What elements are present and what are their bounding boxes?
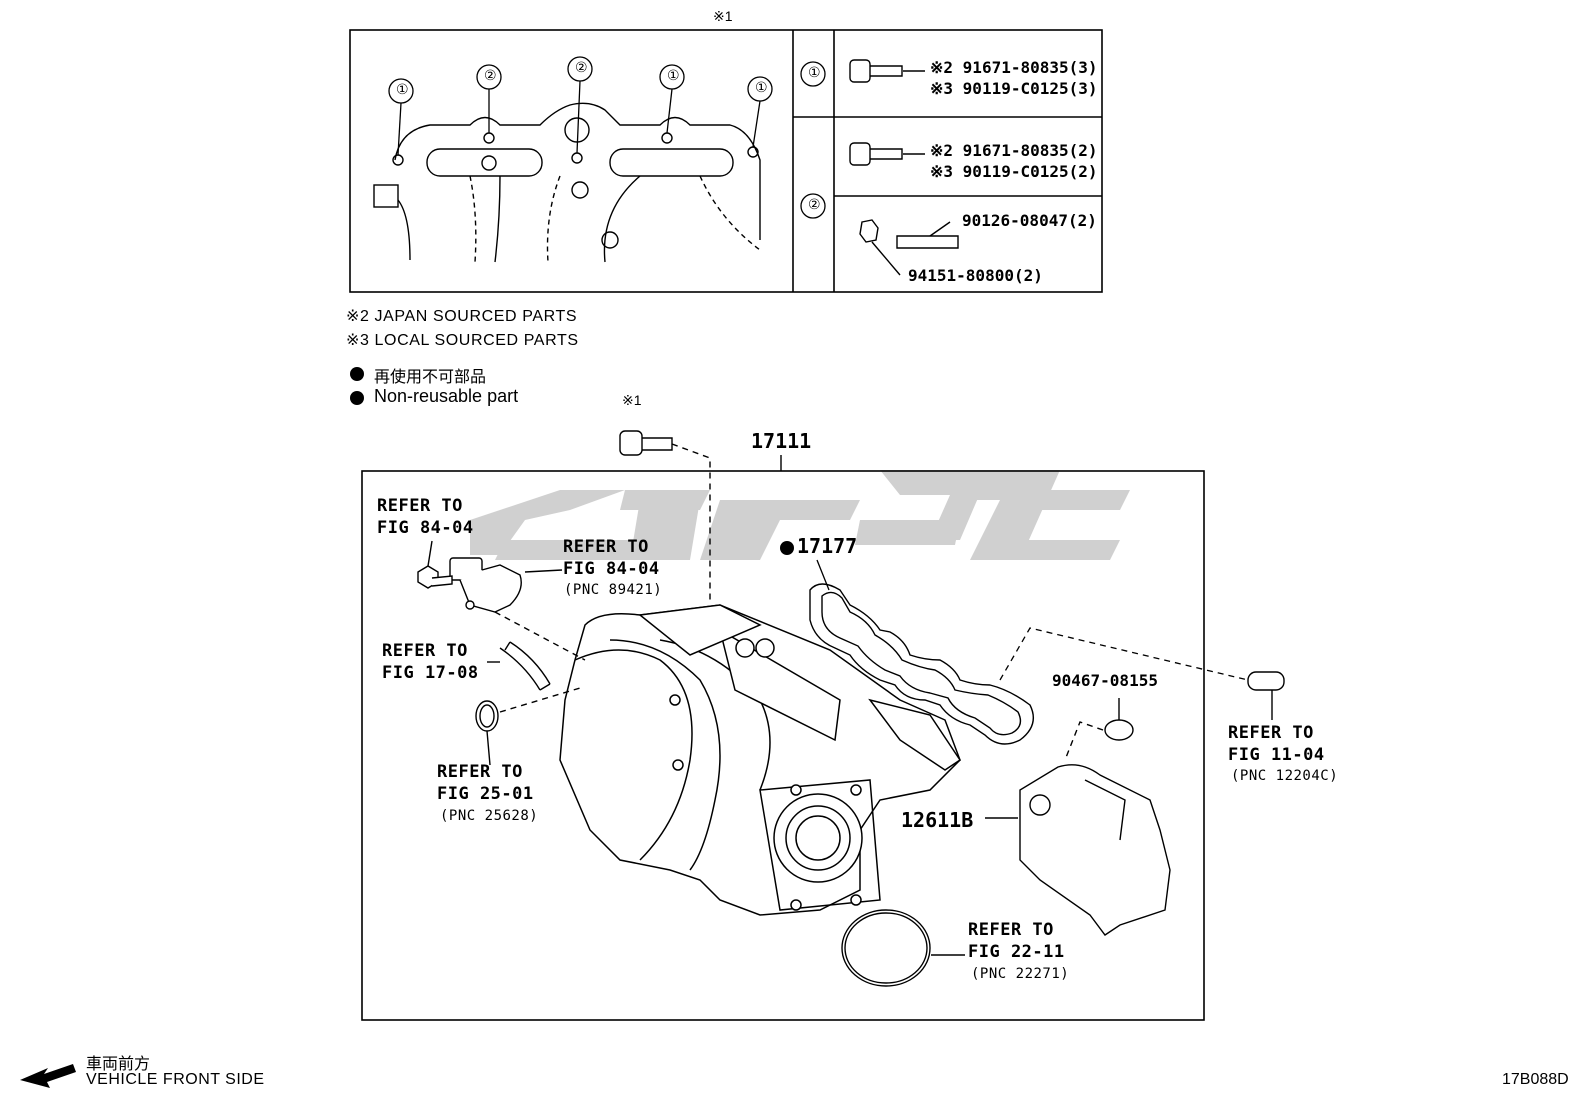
legend-nonreusable-jp: 再使用不可部品 [374, 367, 487, 386]
part-90467-08155: 90467-08155 [1052, 671, 1158, 690]
o-ring-22271 [841, 909, 965, 987]
inset-callout-2a: ② [484, 68, 497, 84]
inset-callout-1a: ① [396, 82, 409, 98]
gasket-17177 [809, 583, 1034, 745]
main-frame [361, 470, 1205, 1021]
ref-fig-11-04-pnc: (PNC 12204C) [1231, 768, 1339, 784]
sensor-89421 [417, 540, 586, 661]
bolt-ref-mark: ※1 [622, 392, 642, 408]
inset-flange-sketch [373, 102, 761, 263]
direction-label-jp: 車両前方 [86, 1054, 151, 1073]
inset-frame [349, 29, 1103, 293]
legend-bullet-en [350, 391, 364, 405]
inset-callout-circles [388, 56, 826, 219]
ref-fig-84-04-b-pnc: (PNC 89421) [564, 582, 663, 598]
ref-fig-22-11-pnc: (PNC 22271) [971, 966, 1070, 982]
cover-12611b [1019, 764, 1171, 936]
note-local-sourced: ※3 LOCAL SOURCED PARTS [346, 332, 579, 349]
legend-bullet-jp [350, 367, 364, 381]
ref-fig-11-04-line2: FIG 11-04 [1228, 745, 1325, 765]
inset-row2-key: ② [808, 197, 821, 213]
ref-fig-84-04-a-line2: FIG 84-04 [377, 518, 474, 538]
ref-fig-22-11-line2: FIG 22-11 [968, 942, 1065, 962]
part-90119-c0125-3: ※3 90119-C0125(3) [930, 79, 1098, 98]
inset-callout-1c: ① [755, 80, 768, 96]
part-91671-80835-2: ※2 91671-80835(2) [930, 141, 1098, 160]
part-90126-08047: 90126-08047(2) [962, 211, 1097, 230]
figure-code: 17B088D [1502, 1071, 1569, 1088]
direction-label-en: VEHICLE FRONT SIDE [86, 1071, 265, 1088]
part-91671-80835-3: ※2 91671-80835(3) [930, 58, 1098, 77]
inset-callout-1b: ① [667, 68, 680, 84]
part-12611b: 12611B [901, 808, 974, 832]
part-90119-c0125-2: ※3 90119-C0125(2) [930, 162, 1098, 181]
gasket-25628 [475, 687, 581, 766]
ref-fig-22-11-line1: REFER TO [968, 920, 1054, 940]
ref-fig-25-01-pnc: (PNC 25628) [440, 808, 539, 824]
note-japan-sourced: ※2 JAPAN SOURCED PARTS [346, 308, 578, 325]
ref-fig-25-01-line2: FIG 25-01 [437, 784, 534, 804]
ref-fig-84-04-a-line1: REFER TO [377, 496, 463, 516]
inset-row1-key: ① [808, 65, 821, 81]
part-17177: 17177 [797, 534, 858, 558]
bolt-17111 [619, 430, 711, 600]
front-direction-arrow-icon [20, 1064, 76, 1088]
ref-fig-17-08-line1: REFER TO [382, 641, 468, 661]
watermark-logo [470, 470, 1130, 560]
part-94151-80800: 94151-80800(2) [908, 266, 1043, 285]
hose-17-08 [487, 641, 551, 691]
legend-nonreusable-en: Non-reusable part [374, 386, 519, 406]
ref-fig-17-08-line2: FIG 17-08 [382, 663, 479, 683]
inset-ref-mark: ※1 [713, 8, 733, 24]
ref-fig-11-04-line1: REFER TO [1228, 723, 1314, 743]
part-17111: 17111 [751, 429, 812, 453]
ref-fig-84-04-b-line2: FIG 84-04 [563, 559, 660, 579]
intake-manifold [559, 604, 962, 916]
pin-12204c [1247, 671, 1285, 720]
inset-bolt-icons [849, 59, 959, 276]
nonreusable-bullet-17177 [780, 541, 794, 555]
clip-90467 [1064, 698, 1134, 761]
ref-fig-84-04-b-line1: REFER TO [563, 537, 649, 557]
ref-fig-25-01-line1: REFER TO [437, 762, 523, 782]
inset-callout-2b: ② [575, 60, 588, 76]
